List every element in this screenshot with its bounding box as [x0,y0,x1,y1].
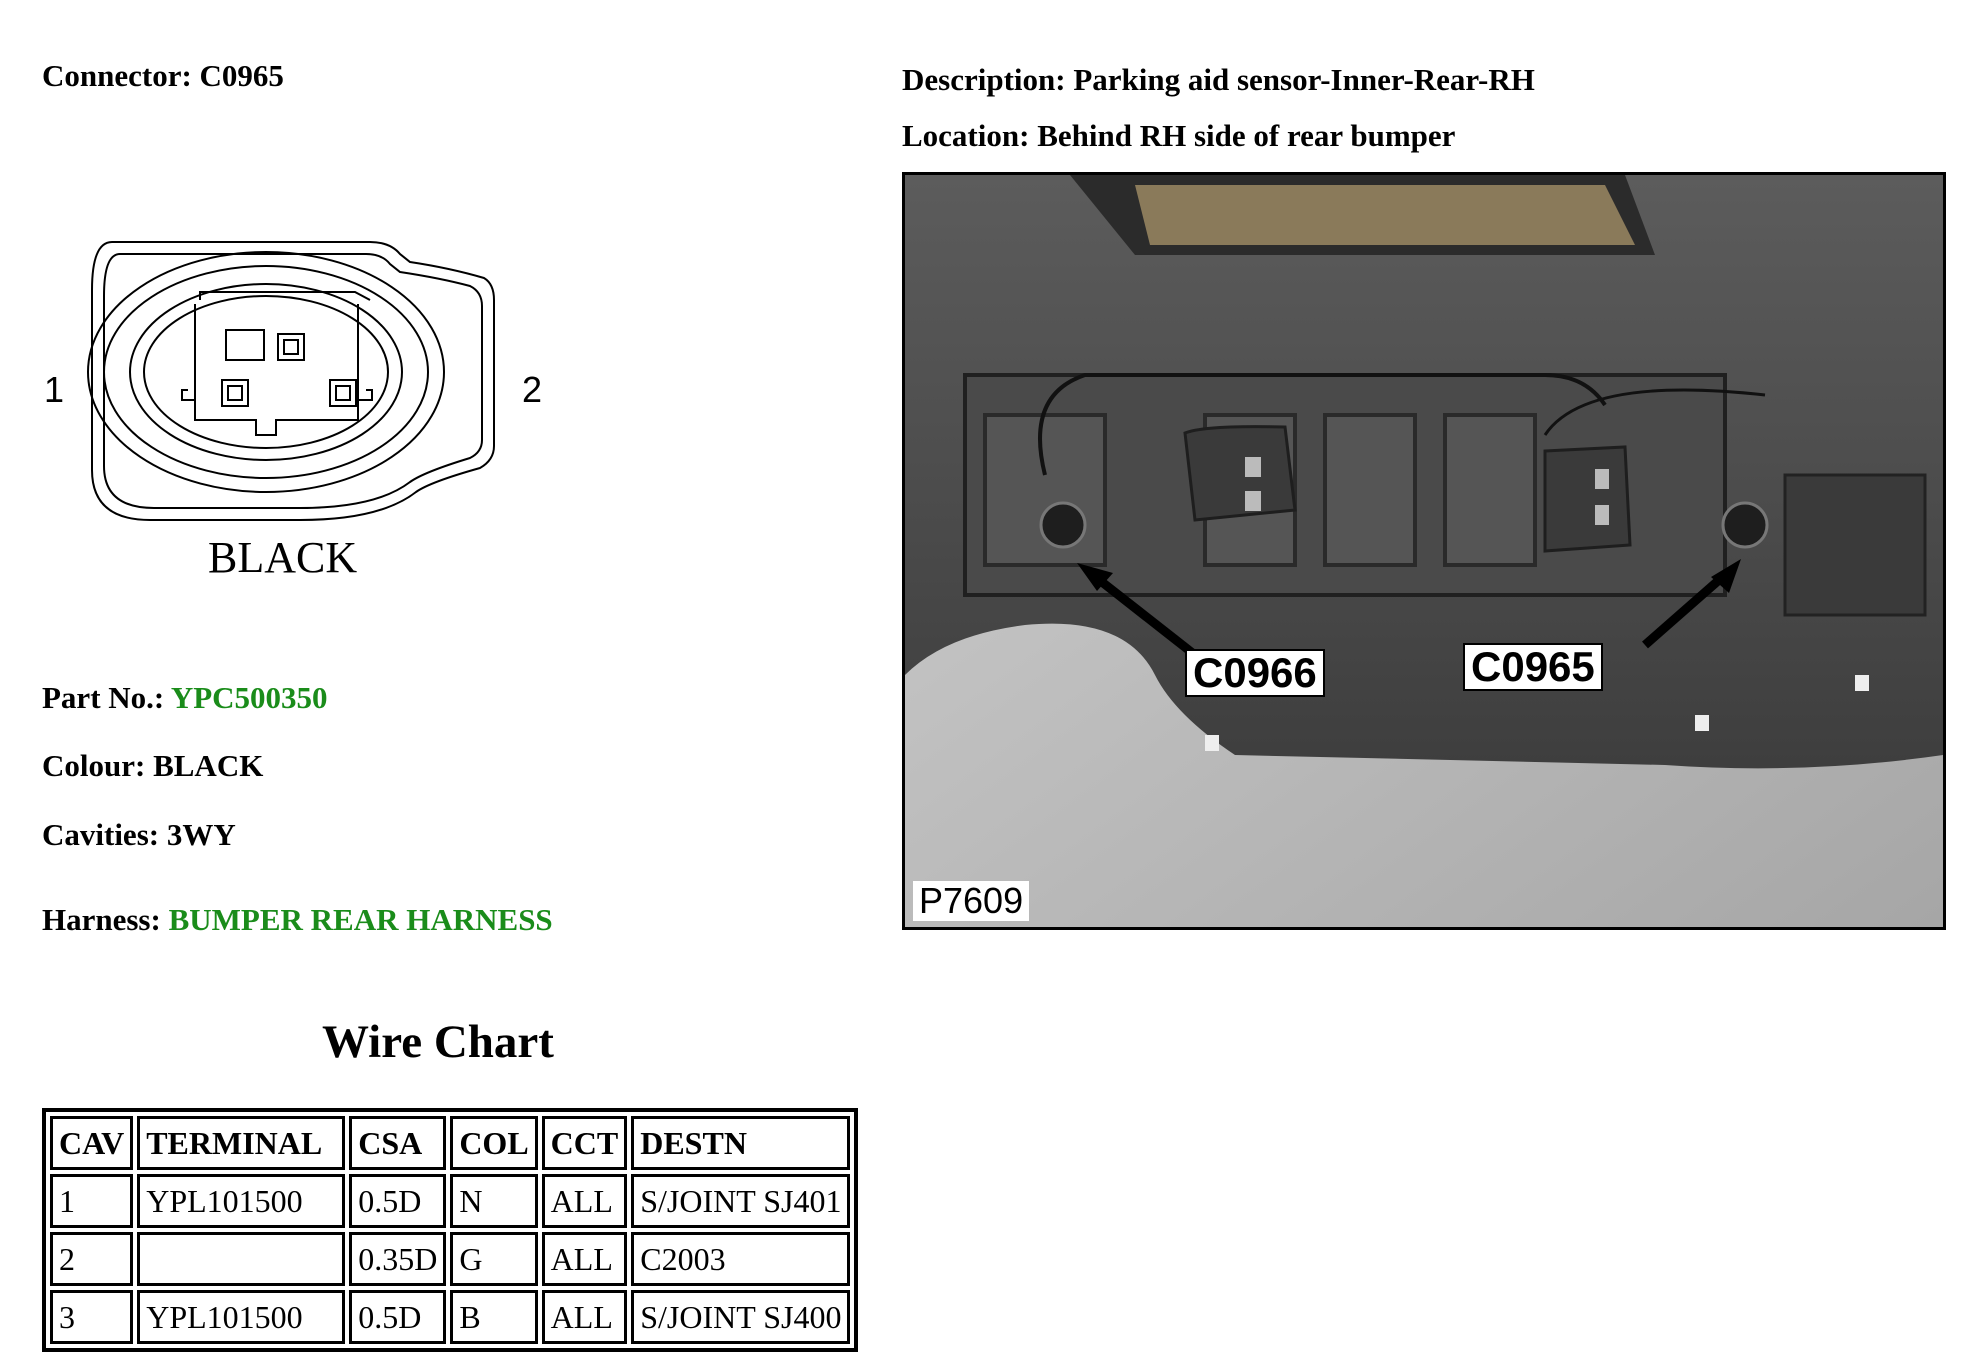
cell-cav: 2 [50,1232,134,1286]
location-label: Location: [902,118,1030,153]
callout-c0966: C0966 [1185,649,1325,697]
cavities-value: 3WY [166,817,236,852]
cell-csa: 0.5D [349,1174,447,1228]
bumper-illustration [905,175,1943,927]
connector-label: Connector: [42,58,192,93]
description-line: Description: Parking aid sensor-Inner-Re… [902,62,1535,98]
part-number-line: Part No.: YPC500350 [42,680,328,716]
part-number-link[interactable]: YPC500350 [170,680,328,715]
location-line: Location: Behind RH side of rear bumper [902,118,1455,154]
harness-link[interactable]: BUMPER REAR HARNESS [168,902,553,937]
cell-csa: 0.5D [349,1290,447,1344]
table-row: 2 0.35D G ALL C2003 [50,1232,851,1286]
cell-cct: ALL [541,1174,628,1228]
cell-col: N [450,1174,538,1228]
header-csa: CSA [349,1116,447,1170]
header-terminal: TERMINAL [137,1116,346,1170]
pin-1-label: 1 [44,369,64,410]
connector-heading: Connector: C0965 [42,58,284,94]
cell-destn: S/JOINT SJ400 [631,1290,851,1344]
harness-line: Harness: BUMPER REAR HARNESS [42,902,553,938]
cavities-label: Cavities: [42,817,160,852]
photo-id: P7609 [913,881,1030,921]
body-colour-label: BLACK [208,533,357,582]
table-row: 1 YPL101500 0.5D N ALL S/JOINT SJ401 [50,1174,851,1228]
location-value: Behind RH side of rear bumper [1037,118,1456,153]
header-col: COL [450,1116,538,1170]
connector-id: C0965 [199,58,284,93]
colour-line: Colour: BLACK [42,748,263,784]
cell-cct: ALL [541,1290,628,1344]
wire-chart-title: Wire Chart [322,1016,554,1068]
description-value: Parking aid sensor-Inner-Rear-RH [1073,62,1535,97]
cavities-line: Cavities: 3WY [42,817,236,853]
cell-destn: S/JOINT SJ401 [631,1174,851,1228]
cell-cav: 1 [50,1174,134,1228]
header-destn: DESTN [631,1116,851,1170]
description-label: Description: [902,62,1066,97]
cell-col: G [450,1232,538,1286]
header-cct: CCT [541,1116,628,1170]
location-photo: C0966 C0965 P7609 [902,172,1946,930]
connector-diagram: 1 2 BLACK [44,241,542,582]
cell-terminal [137,1232,346,1286]
colour-value: BLACK [153,748,264,783]
cell-cav: 3 [50,1290,134,1344]
cell-destn: C2003 [631,1232,851,1286]
cell-cct: ALL [541,1232,628,1286]
part-number-label: Part No.: [42,680,165,715]
colour-label: Colour: [42,748,146,783]
cell-col: B [450,1290,538,1344]
harness-label: Harness: [42,902,161,937]
pin-2-label: 2 [522,369,542,410]
table-header-row: CAV TERMINAL CSA COL CCT DESTN [50,1116,851,1170]
cell-terminal: YPL101500 [137,1174,346,1228]
cell-terminal: YPL101500 [137,1290,346,1344]
header-cav: CAV [50,1116,134,1170]
callout-c0965: C0965 [1463,643,1603,691]
wire-chart-table: CAV TERMINAL CSA COL CCT DESTN 1 YPL1015… [42,1108,859,1352]
cell-csa: 0.35D [349,1232,447,1286]
table-row: 3 YPL101500 0.5D B ALL S/JOINT SJ400 [50,1290,851,1344]
